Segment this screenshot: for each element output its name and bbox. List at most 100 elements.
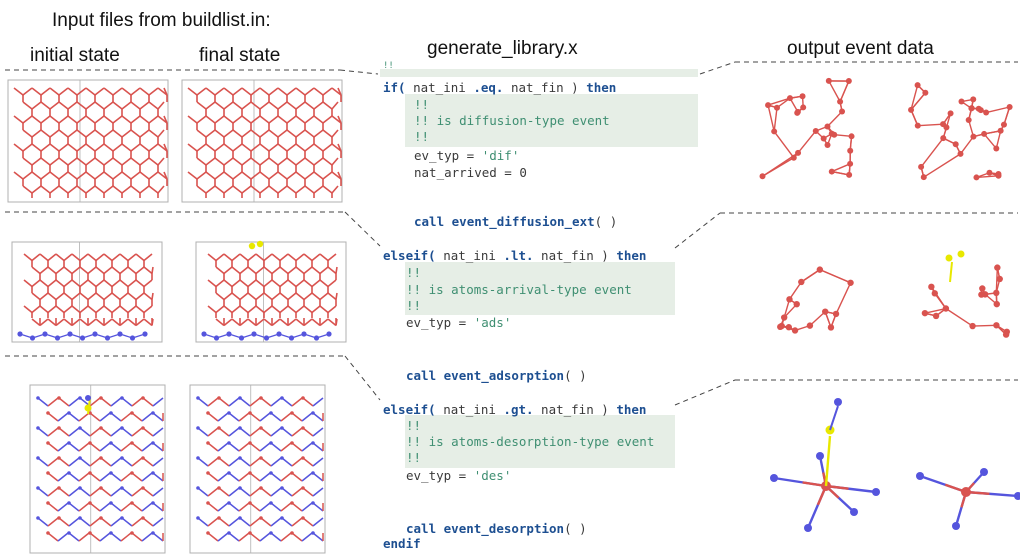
lattice-bond	[143, 266, 153, 275]
lattice-bond	[322, 87, 333, 96]
lattice-bond	[103, 318, 113, 327]
lattice-bond	[57, 412, 69, 422]
lattice-bond	[277, 115, 288, 124]
lattice-bond	[286, 115, 297, 124]
lattice-bond	[100, 397, 112, 407]
lattice-bond	[263, 305, 273, 314]
lattice-bond	[247, 266, 257, 275]
lattice-bond	[121, 487, 133, 497]
lattice-bond	[291, 457, 303, 467]
lattice-bond	[87, 292, 97, 301]
cluster-bond	[829, 405, 839, 431]
atom	[206, 471, 210, 475]
lattice-bond	[121, 427, 133, 437]
lattice-bond	[228, 472, 240, 482]
atom	[78, 486, 82, 490]
lattice-bond	[76, 129, 87, 138]
lattice-bond	[49, 87, 60, 96]
lattice-bond	[85, 87, 96, 96]
lattice-bond	[281, 397, 293, 407]
lattice-bond	[141, 502, 153, 512]
lattice-bond	[141, 442, 153, 452]
fragment-bond	[924, 307, 947, 314]
lattice-bond	[241, 157, 252, 166]
atom	[263, 335, 270, 341]
lattice-bond	[239, 397, 251, 407]
code-des-comment-open: !!	[406, 418, 422, 433]
lattice-bond	[131, 472, 143, 482]
lattice-bond	[302, 487, 314, 497]
lattice-bond	[228, 427, 240, 437]
lattice-bond	[79, 517, 91, 527]
atom	[301, 331, 307, 337]
connector-top-left	[339, 69, 379, 75]
lattice-bond	[139, 129, 150, 138]
fragment-bond	[959, 136, 974, 155]
lattice-bond	[295, 292, 305, 301]
lattice-bond	[286, 143, 297, 152]
lattice-bond	[291, 427, 303, 437]
if-cond-b: nat_fin )	[503, 80, 587, 95]
atom	[227, 471, 231, 475]
lattice-bond	[205, 185, 216, 194]
lattice-bond	[94, 115, 105, 124]
atom	[831, 131, 838, 138]
fragment-bond	[945, 307, 973, 327]
elseif-keyword: elseif(	[383, 248, 436, 263]
atom	[311, 411, 315, 415]
lattice-bond	[85, 185, 96, 194]
lattice-bond	[89, 532, 101, 542]
atom	[238, 396, 242, 400]
atom	[130, 441, 134, 445]
lattice-bond	[22, 115, 33, 124]
lattice-bond	[40, 185, 51, 194]
lattice-bond	[295, 115, 306, 124]
lattice-bond	[304, 101, 315, 110]
lattice-bond	[67, 101, 78, 110]
lattice-bond	[49, 115, 60, 124]
lattice-bond	[143, 253, 153, 262]
lattice-bond	[313, 101, 324, 110]
atom	[994, 264, 1001, 271]
lattice-bond	[196, 101, 207, 110]
lattice-bond	[287, 305, 297, 314]
lattice-bond	[247, 318, 257, 327]
atom	[67, 441, 71, 445]
lattice-bond	[110, 502, 122, 512]
lattice-bond	[215, 292, 225, 301]
atom	[57, 426, 61, 430]
lattice-bond	[259, 87, 270, 96]
fragment-bond	[828, 80, 841, 102]
lattice-bond	[291, 532, 303, 542]
lattice-bond	[247, 305, 257, 314]
lattice-bond	[163, 115, 168, 124]
atom	[251, 331, 257, 337]
output-diffusion-fragment-a	[759, 77, 855, 180]
atom	[958, 98, 965, 105]
lattice-bond	[139, 115, 150, 124]
lattice-bond	[58, 143, 69, 152]
lattice-bond	[79, 266, 89, 275]
lattice-bond	[223, 279, 233, 288]
lattice-bond	[95, 305, 105, 314]
atom	[57, 516, 61, 520]
output-desorption-fragment-b	[916, 468, 1020, 530]
lattice-bond	[241, 115, 252, 124]
lattice-bond	[286, 157, 297, 166]
lattice-bond	[103, 157, 114, 166]
lattice-bond	[67, 87, 78, 96]
lattice-bond	[47, 305, 57, 314]
lattice-bond	[187, 115, 198, 124]
lattice-bond	[250, 87, 261, 96]
lattice-bond	[13, 115, 24, 124]
lattice-bond	[119, 253, 129, 262]
lattice-bond	[214, 143, 225, 152]
lattice-bond	[47, 292, 57, 301]
atom	[942, 305, 950, 312]
atom	[301, 396, 305, 400]
lattice-bond	[286, 101, 297, 110]
lattice-bond	[119, 292, 129, 301]
atom	[961, 487, 971, 497]
lattice-bond	[78, 532, 90, 542]
lattice-bond	[139, 185, 150, 194]
